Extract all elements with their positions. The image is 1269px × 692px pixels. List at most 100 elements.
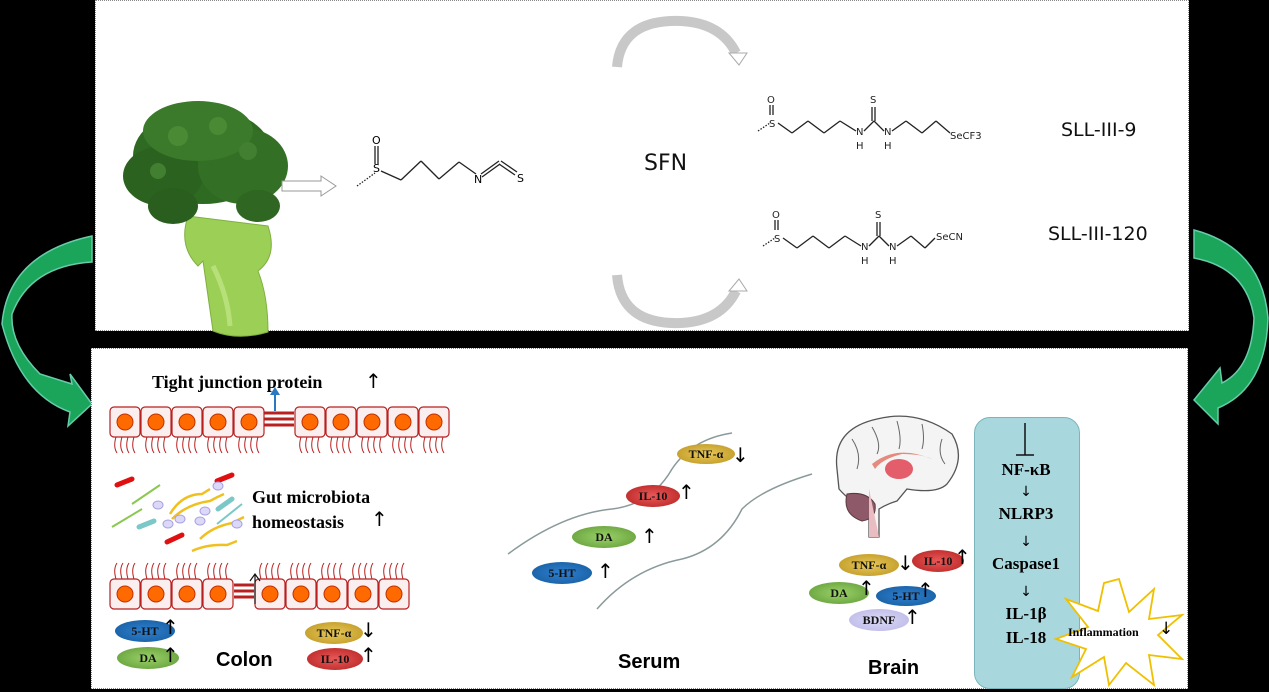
microbe-cocci: [212, 481, 224, 491]
svg-text:N: N: [861, 242, 868, 253]
brain-title: Brain: [868, 657, 920, 679]
colon-marker-da: DA: [117, 647, 179, 669]
microvillus: [392, 436, 396, 454]
microvillus: [188, 562, 192, 580]
microbiota-label: Gut microbiota homeostasis: [252, 485, 370, 535]
microvillus: [321, 562, 325, 580]
microvillus: [299, 436, 303, 454]
inflammation-label: Inflammation: [1068, 625, 1139, 639]
colon-da-trend-icon: ↑: [162, 643, 179, 667]
microvillus: [176, 562, 180, 580]
brain-il10-trend-icon: ↑: [954, 545, 971, 569]
microvillus: [296, 562, 300, 580]
colon-marker-tnf: TNF-α: [305, 622, 363, 644]
microvillus: [132, 436, 136, 454]
brain-bdnf-trend-icon: ↑: [904, 605, 921, 629]
cell-nucleus: [178, 413, 196, 431]
microbe-cocci: [174, 514, 186, 524]
microvillus: [308, 562, 312, 580]
microvillus: [120, 436, 124, 454]
atom-s2: S: [517, 172, 524, 185]
microbe-cocci: [152, 500, 164, 510]
microbe-cocci: [194, 516, 206, 526]
green-flow-arrow-right-icon: [1192, 229, 1269, 426]
brain-marker-tnf: TNF-α: [839, 554, 899, 576]
derivative-2-name: SLL-III-120: [1048, 223, 1148, 245]
brain-marker-bdnf: BDNF: [849, 609, 909, 631]
tight-junction-up-arrow-icon: ↑: [365, 369, 382, 393]
microvillus: [352, 562, 356, 580]
sll-iii-9-structure: OS NH S NH SeCF3: [757, 95, 982, 152]
microvillus: [114, 436, 118, 454]
terminal-group-1: SeCF3: [950, 131, 982, 142]
pathway-arrow-icon: ↓: [1020, 584, 1032, 600]
microbiota-up-arrow-icon: ↑: [371, 507, 388, 531]
microvillus: [151, 562, 155, 580]
microvillus: [398, 436, 402, 454]
microbe: [171, 492, 225, 520]
cell-nucleus: [209, 413, 227, 431]
pathway-box: [974, 417, 1080, 689]
svg-text:S: S: [870, 95, 876, 106]
brain-marker-da: DA: [809, 582, 869, 604]
microvillus: [213, 562, 217, 580]
svg-text:O: O: [767, 95, 775, 106]
serum-5ht-trend-icon: ↑: [597, 559, 614, 583]
curved-arrow-top-icon: [612, 15, 748, 68]
microbiota-line2: homeostasis: [252, 512, 345, 532]
serum-title: Serum: [618, 651, 681, 673]
colon-title: Colon: [216, 649, 273, 671]
microvillus: [259, 562, 263, 580]
svg-text:S: S: [774, 234, 780, 245]
colon-5ht-trend-icon: ↑: [162, 615, 179, 639]
serum-marker-da: DA: [572, 526, 636, 548]
microvillus: [120, 562, 124, 580]
atom-s: S: [373, 162, 380, 175]
microbe-cocci: [199, 506, 211, 516]
microvillus: [361, 436, 365, 454]
microvillus: [188, 436, 192, 454]
microvillus: [311, 436, 315, 454]
cell-nucleus: [261, 585, 279, 603]
microvillus: [423, 436, 427, 454]
svg-text:H: H: [856, 141, 864, 152]
microvillus: [132, 562, 136, 580]
serum-marker-il10: IL-10: [626, 485, 680, 507]
microvillus: [367, 436, 371, 454]
microvillus: [395, 562, 399, 580]
microvillus: [256, 436, 260, 454]
microvillus: [114, 562, 118, 580]
microvillus: [157, 562, 161, 580]
microvillus: [145, 436, 149, 454]
inflammation-burst-icon: [1053, 577, 1185, 688]
junction-up-arrow-head: [249, 572, 261, 582]
cell-nucleus: [240, 413, 258, 431]
microbe-cocci: [231, 519, 243, 529]
microvillus: [157, 436, 161, 454]
microvillus: [126, 436, 130, 454]
serum-marker-5ht: 5-HT: [532, 562, 592, 584]
microvillus: [176, 436, 180, 454]
brain-da-trend-icon: ↑: [858, 576, 875, 600]
microbe: [168, 487, 211, 515]
microvillus: [317, 436, 321, 454]
svg-text:H: H: [884, 141, 892, 152]
colon-il10-trend-icon: ↑: [360, 643, 377, 667]
tight-junction-label: Tight junction protein: [152, 372, 323, 392]
cell-nucleus: [363, 413, 381, 431]
brain-marker-il10: IL-10: [912, 550, 964, 572]
microvillus: [290, 562, 294, 580]
microvillus: [342, 436, 346, 454]
microvillus: [182, 436, 186, 454]
cell-nucleus: [147, 413, 165, 431]
microvillus: [126, 562, 130, 580]
junction-blue-arrow-head: [270, 387, 280, 395]
inflammation-down-arrow-icon: ↓: [1159, 619, 1174, 639]
microvillus: [404, 436, 408, 454]
cell-nucleus: [394, 413, 412, 431]
serum-tnf-trend-icon: ↓: [732, 443, 749, 467]
microvillus: [194, 436, 198, 454]
atom-o: O: [372, 134, 381, 147]
microvillus: [364, 562, 368, 580]
microvillus: [250, 436, 254, 454]
